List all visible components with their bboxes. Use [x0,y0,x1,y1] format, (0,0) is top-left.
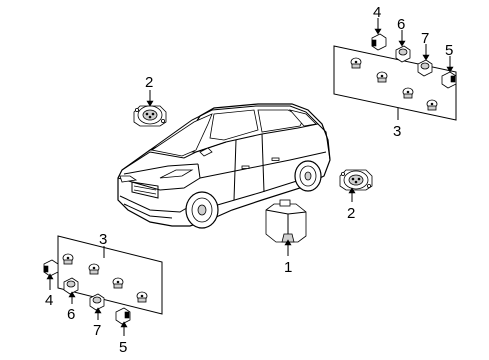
callout-sensor-4-bottom: 4 [45,292,53,309]
callout-sensor-module: 1 [284,259,292,276]
sensor-7-top: 7 [417,30,433,77]
car-illustration [117,103,331,229]
callout-speaker-right: 2 [347,205,355,222]
callout-sensor-4-top: 4 [373,4,381,21]
callout-sensor-6-top: 6 [397,16,405,33]
callout-sensor-7-bottom: 7 [93,322,101,339]
sensor-5-top: 5 [441,42,457,89]
sensor-6-bottom: 6 [63,277,79,323]
sensor-4-top: 4 [371,4,387,51]
sensor-5-bottom: 5 [115,307,131,356]
callout-sensor-7-top: 7 [421,30,429,47]
sensor-bracket-right: 3 [333,45,457,140]
sensor-control-module: 1 [265,199,307,276]
callout-bracket-left: 3 [99,231,107,248]
callout-sensor-6-bottom: 6 [67,306,75,323]
callout-sensor-5-top: 5 [445,42,453,59]
sensor-7-bottom: 7 [89,293,105,339]
callout-speaker-top: 2 [145,74,153,91]
callout-bracket-right: 3 [393,123,401,140]
bracket-right-sensors [350,57,438,111]
speaker-top: 2 [133,74,167,127]
bracket-left-sensors [62,253,148,303]
callout-sensor-5-bottom: 5 [119,339,127,356]
speaker-right: 2 [339,169,373,222]
sensor-bracket-left: 3 [57,231,163,315]
sensor-6-top: 6 [395,16,411,63]
sensor-4-bottom: 4 [43,259,59,309]
